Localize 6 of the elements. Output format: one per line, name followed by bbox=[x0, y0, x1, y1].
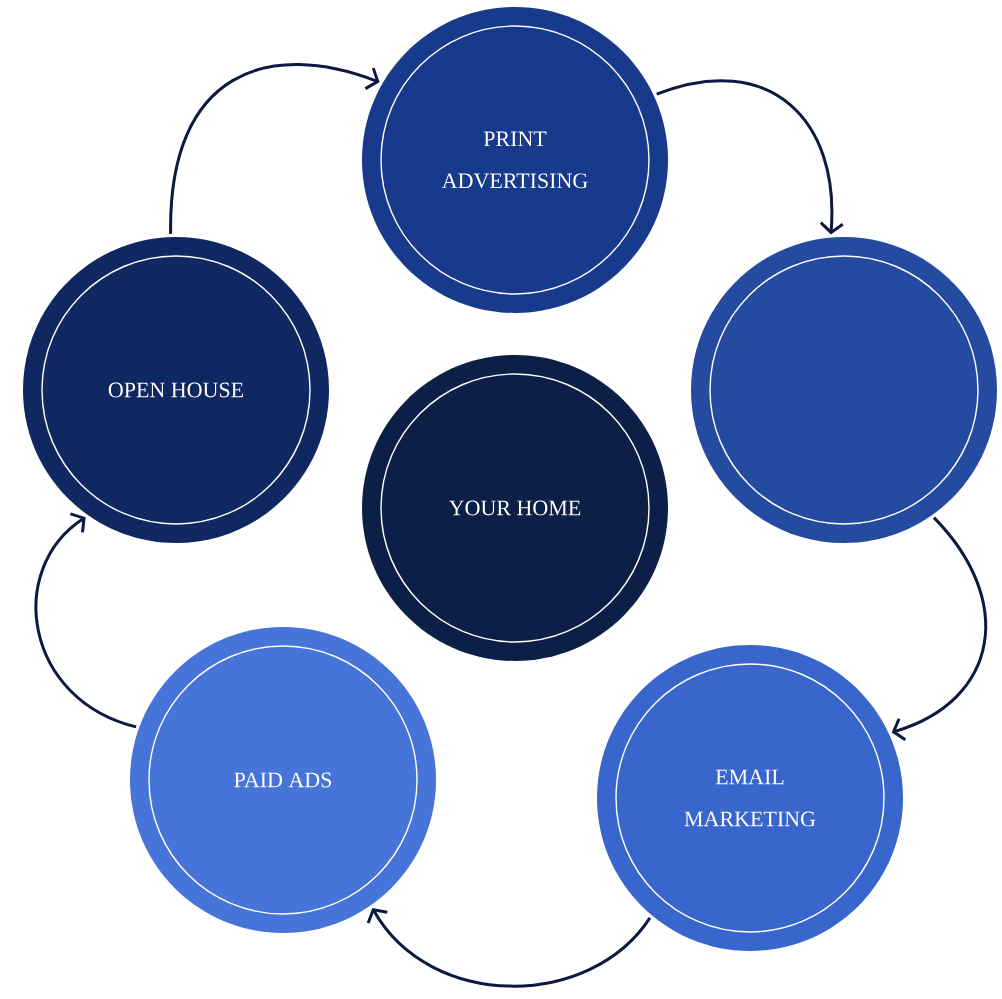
curved-arrow bbox=[169, 63, 380, 234]
process-circle bbox=[691, 237, 997, 543]
curved-arrow bbox=[656, 79, 844, 235]
curved-arrow bbox=[34, 512, 137, 729]
curved-arrow bbox=[891, 516, 988, 742]
curved-arrow bbox=[366, 908, 652, 988]
